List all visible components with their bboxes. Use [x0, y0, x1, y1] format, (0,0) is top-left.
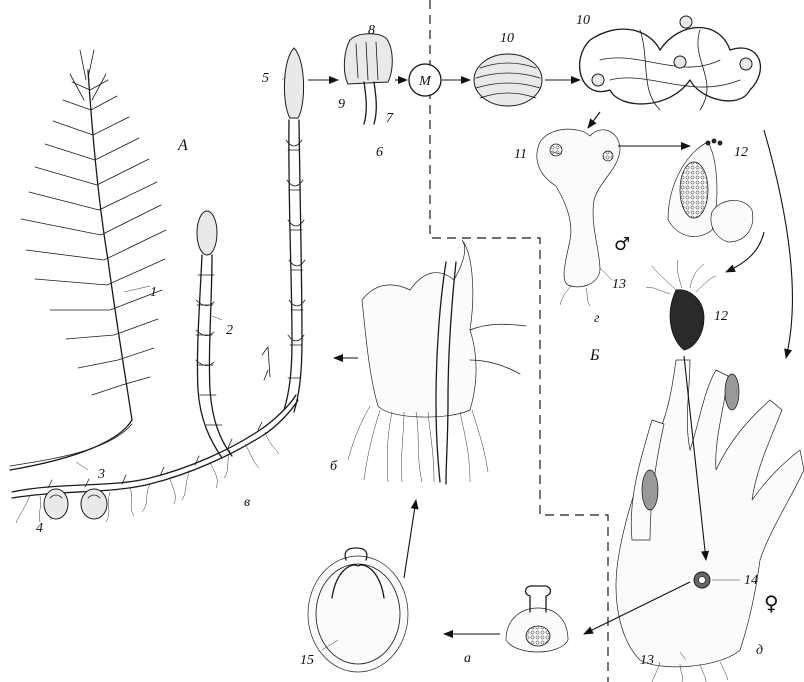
- label-8-shield: 8: [368, 23, 375, 38]
- label-stage-b: б: [330, 459, 338, 474]
- arrow-elaters-to-male: [588, 112, 600, 128]
- spore-with-elaters: [580, 16, 761, 110]
- embryo: [308, 548, 408, 672]
- mature-strobilus: [284, 48, 303, 118]
- label-15-embryo: 15: [300, 653, 314, 668]
- label-14-archegonium: 14: [744, 573, 758, 588]
- label-section-B: Б: [589, 347, 600, 364]
- label-stage-v: в: [244, 495, 250, 510]
- label-13-rhizoids-female: 13: [640, 653, 654, 668]
- meiosis-label: М: [418, 74, 432, 89]
- label-2-spring-shoot: 2: [226, 323, 233, 338]
- young-sporophyte: [348, 240, 526, 484]
- label-stage-d: д: [756, 643, 763, 658]
- label-12-spermatozoid: 12: [714, 309, 728, 324]
- label-section-A: А: [177, 137, 188, 154]
- label-7-stalk: 7: [386, 111, 394, 126]
- label-10-spore-elaters: 10: [576, 13, 590, 28]
- spring-fertile-shoot-mature: [262, 48, 305, 412]
- arrow-elaters-to-female: [764, 130, 792, 358]
- arrow-embryo-to-sporophyte: [404, 500, 416, 578]
- label-9-sporangium: 9: [338, 97, 345, 112]
- male-gametophyte: [537, 129, 620, 306]
- label-stage-g: г: [594, 311, 600, 326]
- summer-vegetative-shoot: [10, 50, 166, 470]
- label-1-summer-shoot: 1: [150, 285, 157, 300]
- label-stage-a: а: [464, 651, 471, 666]
- female-gametophyte: [616, 360, 804, 682]
- spore: [474, 54, 542, 106]
- antheridium-left: [550, 144, 562, 156]
- antheridium-right: [603, 151, 613, 161]
- label-3-stem-base: 3: [97, 467, 105, 482]
- male-symbol: ♂: [614, 234, 630, 255]
- label-13-rhizoids-male: 13: [612, 277, 626, 292]
- label-10-spore: 10: [500, 31, 514, 46]
- tuber-left: [44, 489, 68, 519]
- label-11-antheridium: 11: [514, 147, 527, 162]
- spermatozoid: [646, 260, 716, 350]
- female-symbol: ♀: [764, 591, 779, 615]
- label-4-tubers: 4: [36, 521, 43, 536]
- label-12-antheridium-detail: 12: [734, 145, 748, 160]
- label-5-strobilus: 5: [262, 71, 269, 86]
- label-6-sporangiophore: 6: [376, 145, 383, 160]
- young-strobilus: [197, 211, 217, 255]
- rhizome: [12, 395, 298, 523]
- archegonium-with-zygote: [506, 586, 568, 652]
- tuber-right: [81, 489, 107, 519]
